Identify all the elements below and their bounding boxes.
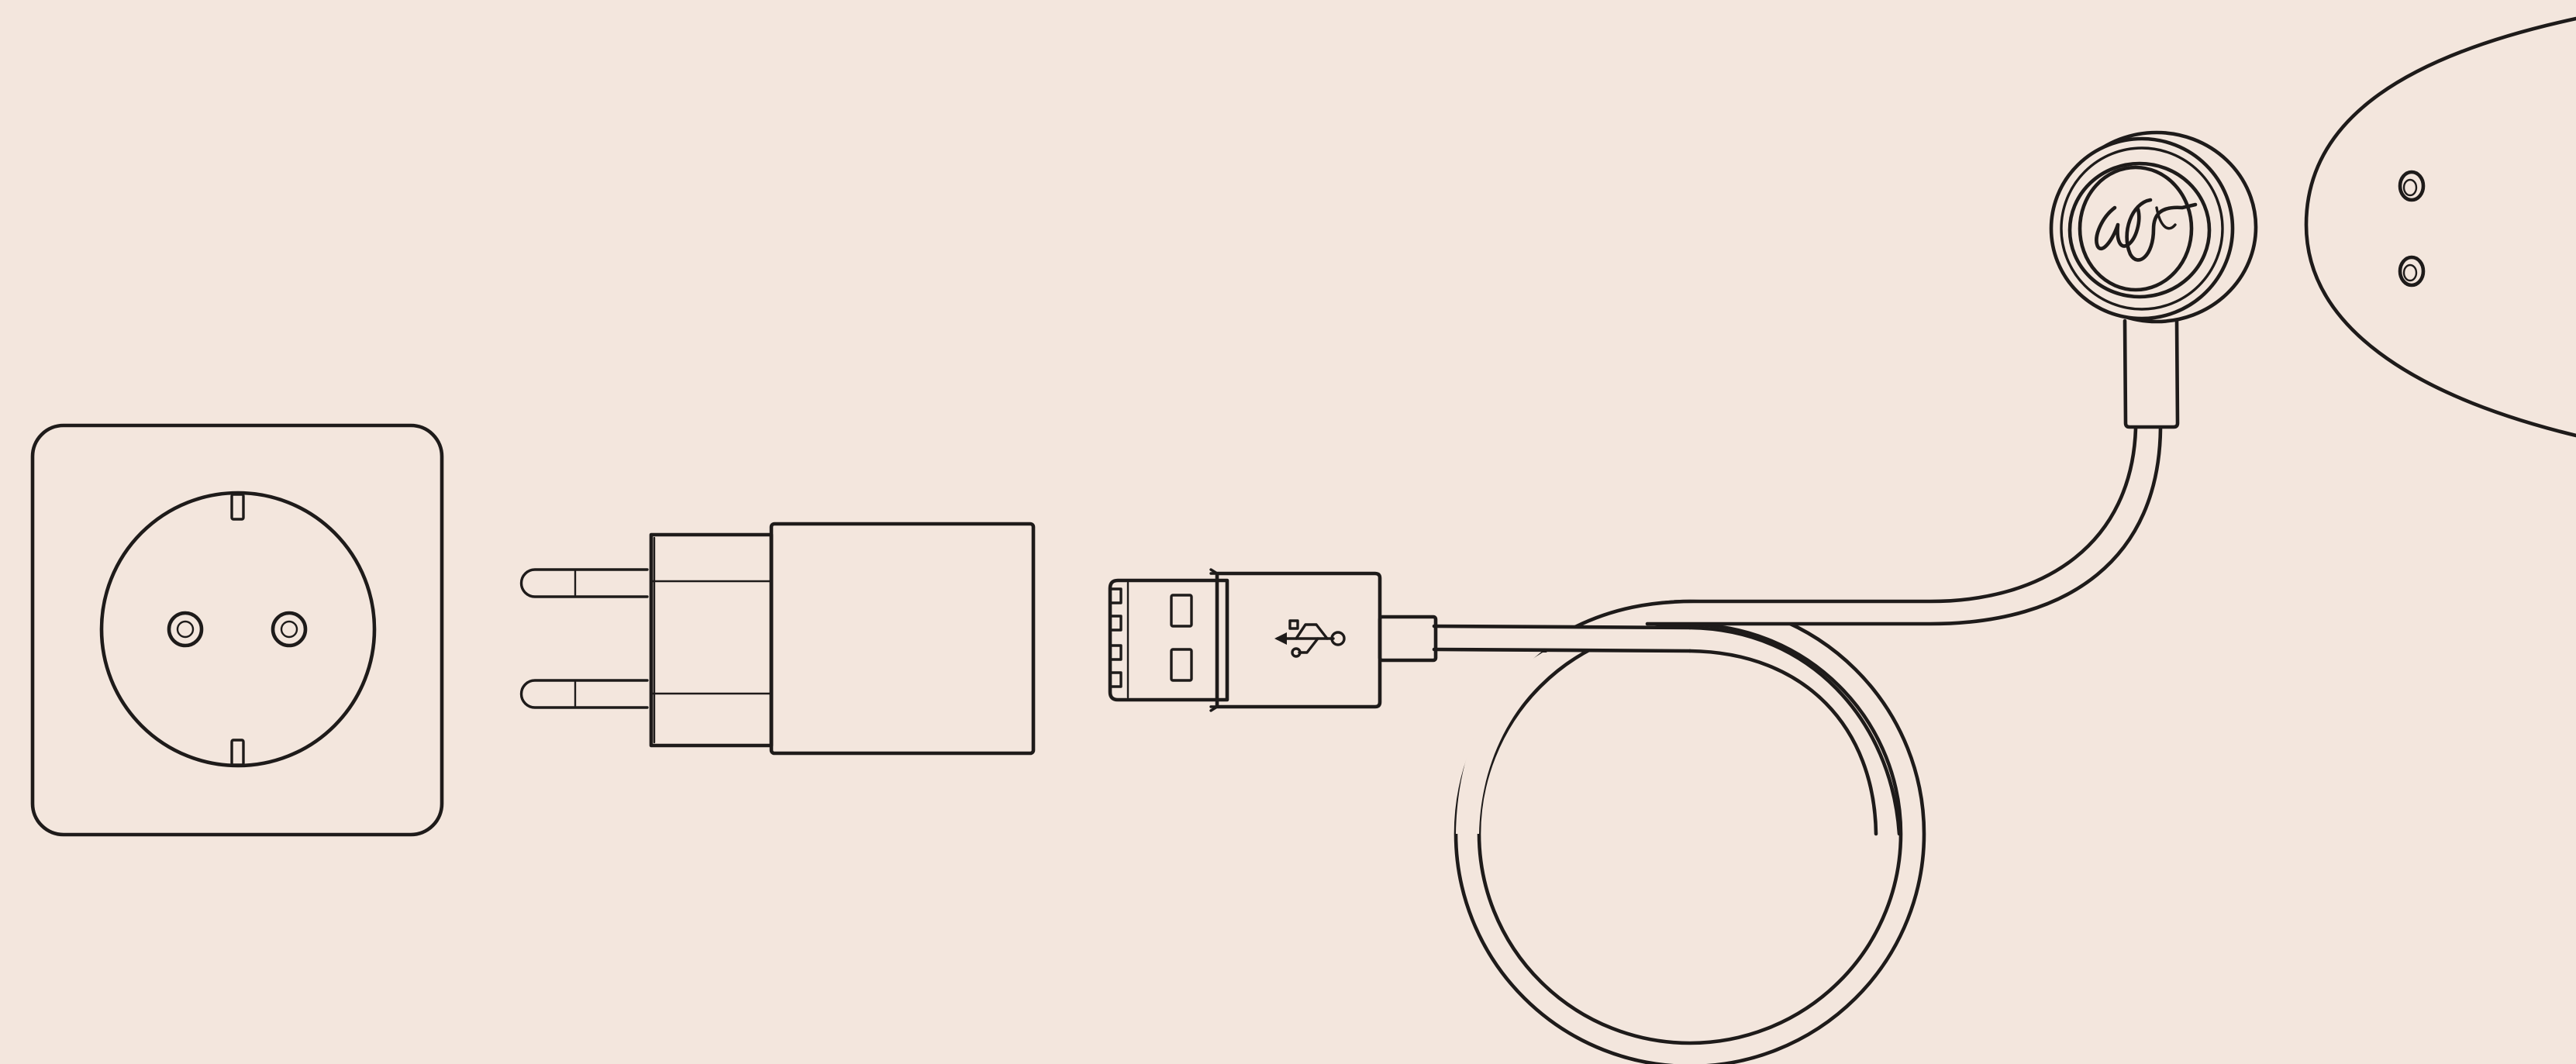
wall-socket (30, 423, 444, 837)
usb-symbol-icon (1274, 619, 1346, 658)
power-adapter (519, 522, 1036, 756)
magnetic-charging-head (2049, 130, 2258, 429)
charging-cable (1432, 426, 2163, 1064)
usb-a-plug (1108, 568, 1438, 712)
we-vibe-logo-icon (2095, 198, 2198, 262)
device (2304, 16, 2576, 438)
